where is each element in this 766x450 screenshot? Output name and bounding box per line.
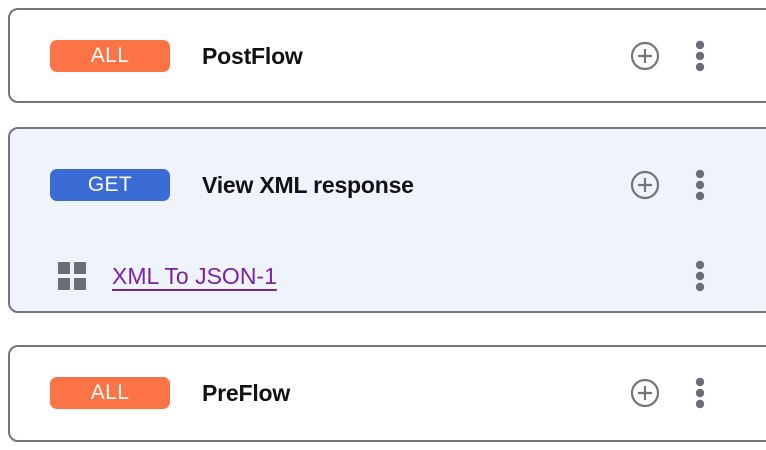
kebab-menu-icon[interactable] — [687, 259, 713, 293]
plus-circle-icon[interactable] — [630, 378, 660, 408]
flow-row-actions — [630, 347, 713, 439]
grid-policy-icon — [58, 262, 86, 290]
kebab-menu-icon[interactable] — [687, 376, 713, 410]
flow-card-getflow[interactable]: GET View XML response — [8, 127, 766, 313]
flow-header-row[interactable]: ALL PostFlow — [10, 10, 766, 102]
flow-header-row[interactable]: GET View XML response — [10, 129, 766, 241]
method-badge-get: GET — [50, 169, 170, 201]
flow-header-row[interactable]: ALL PreFlow — [10, 347, 766, 439]
policy-link-xml-to-json[interactable]: XML To JSON-1 — [112, 262, 277, 289]
flow-card-preflow[interactable]: ALL PreFlow — [8, 345, 766, 442]
kebab-menu-icon[interactable] — [687, 39, 713, 73]
policy-row-actions — [660, 241, 713, 311]
flow-row-actions — [630, 10, 713, 102]
method-badge-all: ALL — [50, 377, 170, 409]
plus-circle-icon[interactable] — [630, 41, 660, 71]
flow-title: PostFlow — [202, 42, 303, 69]
plus-circle-icon[interactable] — [630, 170, 660, 200]
method-badge-all: ALL — [50, 40, 170, 72]
flow-card-postflow[interactable]: ALL PostFlow — [8, 8, 766, 103]
flow-title: View XML response — [202, 171, 414, 198]
policy-step-row[interactable]: XML To JSON-1 — [10, 241, 766, 311]
flow-row-actions — [630, 129, 713, 241]
flow-title: PreFlow — [202, 379, 291, 406]
kebab-menu-icon[interactable] — [687, 168, 713, 202]
